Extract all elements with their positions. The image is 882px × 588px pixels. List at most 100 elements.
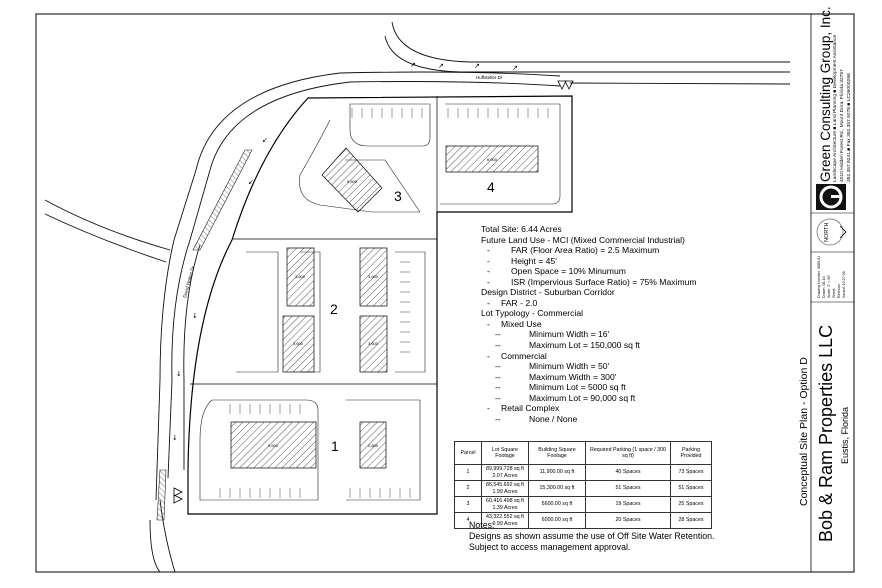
table-cell: 1 <box>454 464 482 481</box>
parcel-lines <box>190 96 438 385</box>
table-row: 4 43,322.552 sq ft 0.99 Acres 6000.00 sq… <box>454 512 712 529</box>
site-notes: Total Site: 6.44 Acres Future Land Use -… <box>481 224 697 424</box>
street-label-huffstetler: Huffstetler Dr <box>476 75 503 80</box>
bldg-size-2d: 3,600 <box>368 341 379 346</box>
buildings <box>230 145 539 469</box>
building-2c <box>282 315 315 373</box>
road-huffstetler <box>173 21 791 241</box>
footnote-line: Subject to access management approval. <box>469 542 631 553</box>
north-arrow-icon <box>816 218 847 246</box>
company-phone: 352.357.9241 ■ Fax 352.357.9278 ■ LC2600… <box>847 73 852 182</box>
note-height: Height = 45' <box>511 255 557 266</box>
table-cell: 40 Spaces <box>585 464 671 481</box>
bldg-size-2a: 3,600 <box>295 274 306 279</box>
parking-stalls <box>219 108 549 498</box>
parking-table-header: Parcel Lot Square Footage Building Squar… <box>454 441 712 465</box>
table-cell: 25 Spaces <box>670 496 712 513</box>
note-commercial: Commercial <box>501 350 547 361</box>
note-c-min-lot: Minimum Lot = 5000 sq ft <box>529 382 626 393</box>
svg-text:↙: ↙ <box>248 178 254 186</box>
road-arrows: ↗↗↗ ↙↙↓ ↓↓↗ <box>172 61 518 442</box>
bldg-size-4: 6,000 <box>487 157 498 162</box>
note-c-min-width: Minimum Width = 50' <box>529 361 610 372</box>
median-hatch-2 <box>156 469 167 521</box>
site-boundary <box>187 95 573 515</box>
table-cell: 15,300.00 sq ft <box>528 480 586 497</box>
drawing-info: Drawing Number: 0889-02 Drawn: 08-10 Sca… <box>817 256 847 298</box>
company-logo <box>816 184 846 210</box>
median-hatch-1 <box>192 149 253 251</box>
note-far2: FAR - 2.0 <box>501 297 538 308</box>
table-cell: 60,416.498 sq ft 1.39 Acres <box>481 496 529 513</box>
note-total-site: Total Site: 6.44 Acres <box>481 224 562 234</box>
building-3 <box>321 147 383 213</box>
building-sizes: 9,600 2,800 3,600 3,600 3,600 3,600 5,60… <box>268 157 498 448</box>
note-ddash: -- <box>495 371 501 382</box>
plan-title: Conceptual Site Plan - Option D <box>798 357 810 506</box>
note-ddash: -- <box>495 392 501 403</box>
road-david-walker <box>44 199 201 573</box>
table-cell: 89,999.728 sq ft 2.07 Acres <box>481 464 529 481</box>
table-cell: 6000.00 sq ft <box>528 512 586 529</box>
parcel-label-3: 3 <box>394 188 402 204</box>
table-cell: 51 Spaces <box>585 480 671 497</box>
building-4 <box>445 145 539 173</box>
note-far: FAR (Floor Area Ratio) = 2.5 Maximum <box>511 245 660 256</box>
parcel-label-4: 4 <box>487 179 495 195</box>
note-dash: - <box>487 266 490 277</box>
table-cell: 5600.00 sq ft <box>528 496 586 513</box>
note-ddash: -- <box>495 413 501 424</box>
footnotes-title: Notes: <box>469 520 495 530</box>
building-2a <box>286 247 315 307</box>
footnotes: Notes: Designs as shown assume the use o… <box>469 520 714 554</box>
table-row: 3 60,416.498 sq ft 1.39 Acres 5600.00 sq… <box>454 496 712 513</box>
col-header: Parking Provided <box>670 441 712 465</box>
note-ddash: -- <box>495 382 501 393</box>
bldg-size-1b: 2,800 <box>368 443 379 448</box>
note-future-land-use: Future Land Use - MCI (Mixed Commercial … <box>481 234 685 245</box>
svg-text:↗: ↗ <box>438 62 444 70</box>
table-cell: 73 Spaces <box>670 464 712 481</box>
svg-text:↙: ↙ <box>262 136 268 144</box>
company-name: Green Consulting Group, Inc. <box>818 6 833 182</box>
bldg-size-2b: 3,600 <box>368 274 379 279</box>
note-isr: ISR (Impervious Surface Ratio) = 75% Max… <box>511 276 697 287</box>
note-dash: - <box>487 403 490 414</box>
note-dash: - <box>487 350 490 361</box>
company-services: Landscape Architecture ■ Land Planning ■… <box>833 34 838 182</box>
entry-marker-top <box>557 80 574 90</box>
col-header: Building Square Footage <box>528 441 586 465</box>
note-ddash: -- <box>495 361 501 372</box>
col-header: Parcel <box>454 441 482 465</box>
building-1b <box>359 421 387 469</box>
entry-marker-bottom <box>173 487 183 504</box>
note-rc-none: None / None <box>529 413 578 424</box>
table-cell: 28 Spaces <box>670 512 712 529</box>
note-retail-complex: Retail Complex <box>501 403 560 414</box>
parcel-label-1: 1 <box>331 438 339 454</box>
north-label: NORTH <box>824 222 830 242</box>
drawing-info-line: Issued: 10.27.09 <box>842 271 846 298</box>
table-cell: 2 <box>454 480 482 497</box>
svg-text:↓: ↓ <box>192 312 198 320</box>
bldg-size-2c: 3,600 <box>293 341 304 346</box>
parcel-numbers: 1 2 3 4 <box>330 179 495 454</box>
col-header: Required Parking (1 space / 300 sq ft) <box>585 441 671 465</box>
note-design-district: Design District - Suburban Corridor <box>481 287 615 298</box>
parking-table: Parcel Lot Square Footage Building Squar… <box>454 441 712 529</box>
svg-text:↗: ↗ <box>474 62 480 70</box>
note-dash: - <box>487 297 490 308</box>
svg-text:↗: ↗ <box>512 64 518 72</box>
note-dash: - <box>487 255 490 266</box>
table-cell: 86,545.692 sq ft 1.99 Acres <box>481 480 529 497</box>
project-location: Eustis, Florida <box>840 406 850 464</box>
building-2b <box>359 247 388 307</box>
svg-text:↓: ↓ <box>172 434 178 442</box>
note-dash: - <box>487 245 490 256</box>
table-cell: 11,900.00 sq ft <box>528 464 586 481</box>
note-lot-typology: Lot Typology - Commercial <box>481 308 584 319</box>
table-row: 1 89,999.728 sq ft 2.07 Acres 11,900.00 … <box>454 464 712 481</box>
note-mixed-use: Mixed Use <box>501 318 542 329</box>
bldg-size-3: 5,600 <box>347 179 358 184</box>
